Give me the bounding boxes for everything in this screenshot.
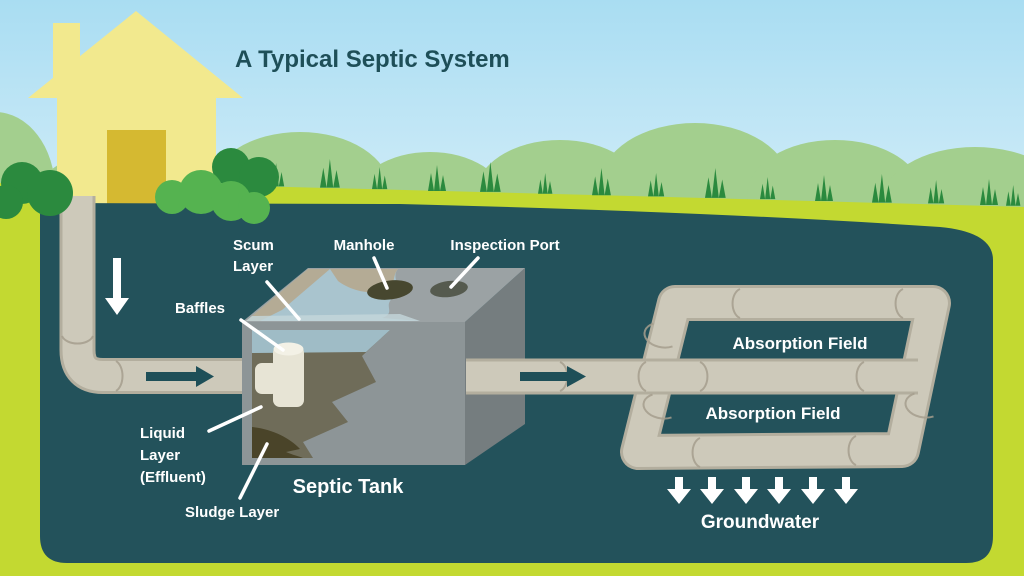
absorption-field-label-bottom: Absorption Field — [705, 404, 840, 423]
liquid-layer-label-line3: (Effluent) — [140, 469, 206, 486]
leader-lines — [207, 256, 480, 500]
septic-tank-label: Septic Tank — [293, 476, 405, 498]
pipe-joint — [115, 360, 124, 392]
absorption-field-loop — [620, 285, 951, 470]
liquid-layer-label-line2: Layer — [140, 447, 180, 464]
sludge-layer-leader-line — [238, 442, 269, 500]
groundwater-label: Groundwater — [701, 512, 820, 533]
sewer-pipe — [62, 196, 262, 391]
roof — [28, 11, 243, 98]
septic-tank — [242, 268, 525, 465]
inspection-port-opening — [430, 280, 468, 298]
flow-arrows — [146, 366, 586, 387]
inspection-port-label: Inspection Port — [450, 237, 559, 254]
absorption-field-label-top: Absorption Field — [732, 334, 867, 353]
baffle — [255, 342, 304, 407]
scum-layer-label-line1: Scum — [233, 237, 274, 254]
groundwater-arrows — [667, 477, 858, 504]
groundwater-down-arrow-icon — [734, 477, 758, 504]
baffles-leader-line — [239, 318, 285, 352]
groundwater-down-arrow-icon — [801, 477, 825, 504]
manhole-opening — [367, 280, 413, 300]
baffles-label: Baffles — [175, 300, 225, 317]
pipe-joint — [61, 335, 94, 345]
groundwater-down-arrow-icon — [767, 477, 791, 504]
liquid-layer-label-line1: Liquid — [140, 425, 185, 442]
scum-layer-label-line2: Layer — [233, 258, 273, 275]
flow-down-arrow-icon — [105, 258, 129, 315]
flow-right-arrow-icon — [520, 366, 586, 387]
scum-leader-line — [265, 280, 301, 321]
groundwater-down-arrow-icon — [834, 477, 858, 504]
liquid-layer-leader-line — [207, 405, 263, 433]
groundwater-down-arrow-icon — [667, 477, 691, 504]
water-highlight — [246, 314, 420, 321]
scum-patch — [246, 269, 330, 321]
front-bushes — [0, 148, 279, 224]
loop-pipe — [623, 288, 948, 467]
sludge-layer-label: Sludge Layer — [185, 504, 279, 521]
pipe-joints — [559, 288, 934, 468]
manhole-leader-line — [372, 256, 389, 290]
flow-right-arrow-icon — [146, 366, 214, 387]
inspection-port-leader-line — [449, 256, 480, 289]
diagram-title: A Typical Septic System — [235, 46, 510, 73]
groundwater-down-arrow-icon — [700, 477, 724, 504]
manhole-label: Manhole — [334, 237, 395, 254]
